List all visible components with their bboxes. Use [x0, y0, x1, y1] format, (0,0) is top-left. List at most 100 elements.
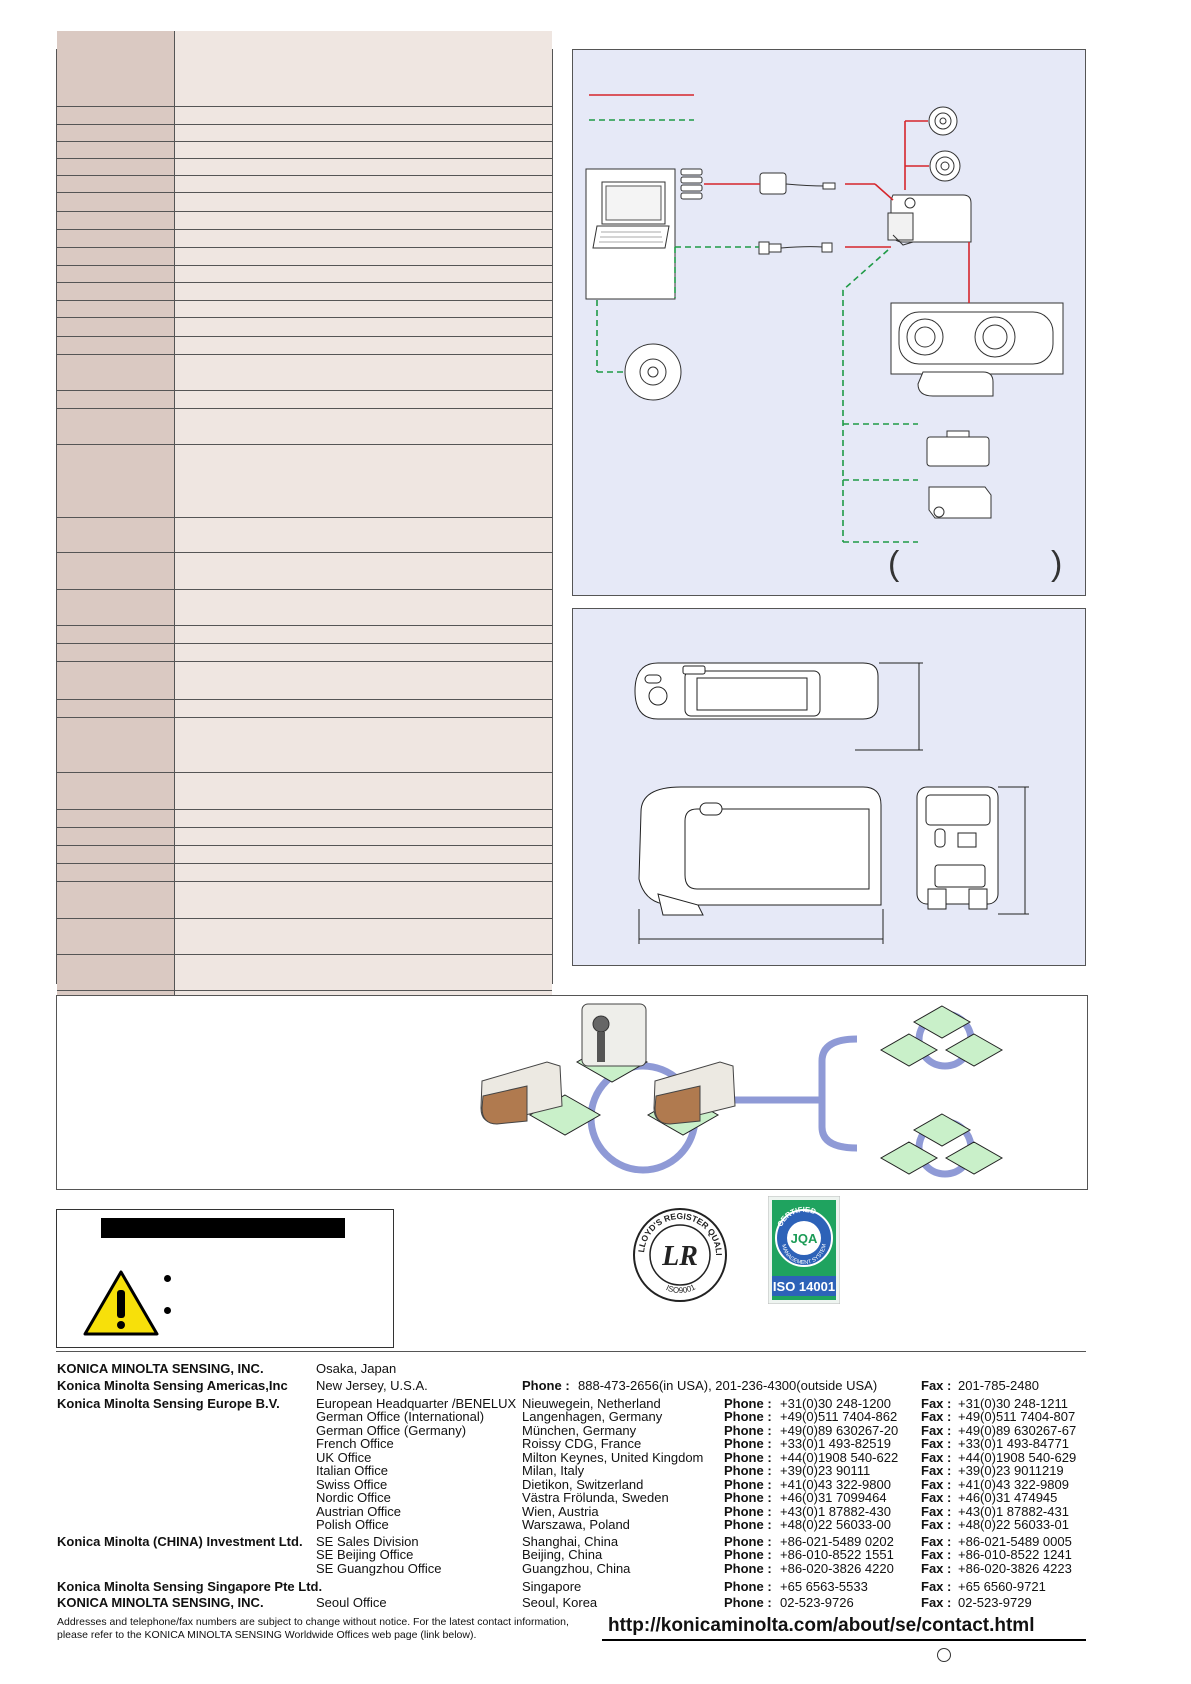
contact-city: Dietikon, Switzerland [522, 1477, 644, 1492]
contact-phone-label: Phone : [724, 1463, 772, 1478]
contact-phone: +46(0)31 7099464 [780, 1490, 887, 1505]
top-view-dimension [855, 662, 923, 751]
spec-row [57, 828, 552, 846]
contact-office: German Office (International) [316, 1409, 485, 1424]
contact-city: Nieuwegein, Netherland [522, 1396, 661, 1411]
instrument-icon [887, 194, 972, 246]
portable-instrument-icon-right [653, 1061, 736, 1125]
spec-value-cell [175, 700, 552, 717]
battery-icon [680, 168, 703, 200]
contact-fax-label: Fax : [921, 1477, 952, 1492]
contact-fax-label: Fax : [921, 1378, 952, 1393]
spec-row [57, 230, 552, 248]
spec-label-cell [57, 518, 175, 552]
contact-fax-label: Fax : [921, 1561, 952, 1576]
spec-value-cell [175, 409, 552, 444]
laptop-icon [585, 168, 676, 300]
contact-company: Konica Minolta (CHINA) Investment Ltd. [57, 1534, 303, 1549]
contact-fax: +65 6560-9721 [958, 1579, 1046, 1594]
spec-label-cell [57, 301, 175, 317]
spec-label-cell [57, 266, 175, 282]
contact-phone-label: Phone : [724, 1561, 772, 1576]
zero-box-icon [928, 486, 992, 519]
contact-city: Warszawa, Poland [522, 1517, 630, 1532]
contact-company: KONICA MINOLTA SENSING, INC. [57, 1361, 264, 1376]
standard-connections [704, 120, 970, 303]
spec-value-cell [175, 882, 552, 918]
spec-row [57, 248, 552, 266]
system-diagram-panel: ( ) [572, 49, 1086, 596]
spec-label-cell [57, 355, 175, 390]
spec-label-cell [57, 142, 175, 158]
spec-value-cell [175, 955, 552, 990]
svg-text:JQA: JQA [791, 1231, 818, 1246]
spec-row [57, 125, 552, 142]
spec-value-cell [175, 810, 552, 827]
spec-row [57, 107, 552, 125]
contact-phone-label: Phone : [724, 1477, 772, 1492]
spec-value-cell [175, 107, 552, 124]
spec-value-cell [175, 445, 552, 517]
system-diagram: ( ) [585, 94, 1064, 583]
spec-label-cell [57, 773, 175, 809]
contact-fax: +48(0)22 56033-01 [958, 1517, 1069, 1532]
spec-label-cell [57, 846, 175, 863]
contact-fax-label: Fax : [921, 1504, 952, 1519]
spec-label-cell [57, 107, 175, 124]
spec-value-cell [175, 142, 552, 158]
contact-phone: +86-021-5489 0202 [780, 1534, 894, 1549]
spec-label-cell [57, 626, 175, 643]
spec-table [56, 31, 553, 1027]
contact-phone-label: Phone : [522, 1378, 570, 1393]
spec-value-cell [175, 662, 552, 699]
contact-phone: +33(0)1 493-82519 [780, 1436, 891, 1451]
spec-label-cell [57, 662, 175, 699]
contact-fax: +39(0)23 9011219 [958, 1463, 1064, 1478]
contact-fax: +44(0)1908 540-629 [958, 1450, 1077, 1465]
contact-office: SE Beijing Office [316, 1547, 414, 1562]
spec-value-cell [175, 318, 552, 336]
spec-row [57, 518, 552, 553]
spec-row [57, 301, 552, 318]
contact-company: Konica Minolta Sensing Singapore Pte Ltd… [57, 1579, 323, 1594]
spec-value-cell [175, 248, 552, 265]
contact-office: Osaka, Japan [316, 1361, 397, 1376]
spec-value-cell [175, 355, 552, 390]
svg-text:LR: LR [661, 1241, 698, 1272]
spec-row [57, 212, 552, 230]
spec-value-cell [175, 193, 552, 211]
spec-label-cell [57, 590, 175, 625]
contact-city: Langenhagen, Germany [522, 1409, 663, 1424]
contact-url-link[interactable]: http://konicaminolta.com/about/se/contac… [608, 1615, 1035, 1636]
spec-row [57, 919, 552, 955]
contact-city: Beijing, China [522, 1547, 603, 1562]
spec-row [57, 445, 552, 518]
contact-phone-label: Phone : [724, 1504, 772, 1519]
portable-instrument-icon-left [480, 1061, 563, 1125]
spec-label-cell [57, 248, 175, 265]
dimensions-panel [572, 608, 1086, 966]
contact-phone-label: Phone : [724, 1423, 772, 1438]
spec-value-cell [175, 644, 552, 661]
contact-fax-label: Fax : [921, 1534, 952, 1549]
contact-company: Konica Minolta Sensing Europe B.V. [57, 1396, 280, 1411]
spec-value-cell [175, 301, 552, 317]
spec-label-cell [57, 176, 175, 192]
spec-row [57, 553, 552, 590]
contact-phone: +49(0)511 7404-862 [780, 1409, 898, 1424]
spec-row [57, 283, 552, 301]
contact-phone: +48(0)22 56033-00 [780, 1517, 891, 1532]
spec-label-cell [57, 718, 175, 772]
separator-line [56, 1351, 1086, 1352]
spec-value-cell [175, 553, 552, 589]
contact-city: Shanghai, China [522, 1534, 619, 1549]
dust-cover-icon [917, 371, 994, 397]
contact-phone: +86-020-3826 4220 [780, 1561, 894, 1576]
contact-fax-label: Fax : [921, 1463, 952, 1478]
contact-phone-label: Phone : [724, 1490, 772, 1505]
contact-fax: +49(0)511 7404-807 [958, 1409, 1076, 1424]
spec-label-cell [57, 409, 175, 444]
network-diagram [480, 1003, 1004, 1178]
spec-label-cell [57, 125, 175, 141]
spec-value-cell [175, 125, 552, 141]
